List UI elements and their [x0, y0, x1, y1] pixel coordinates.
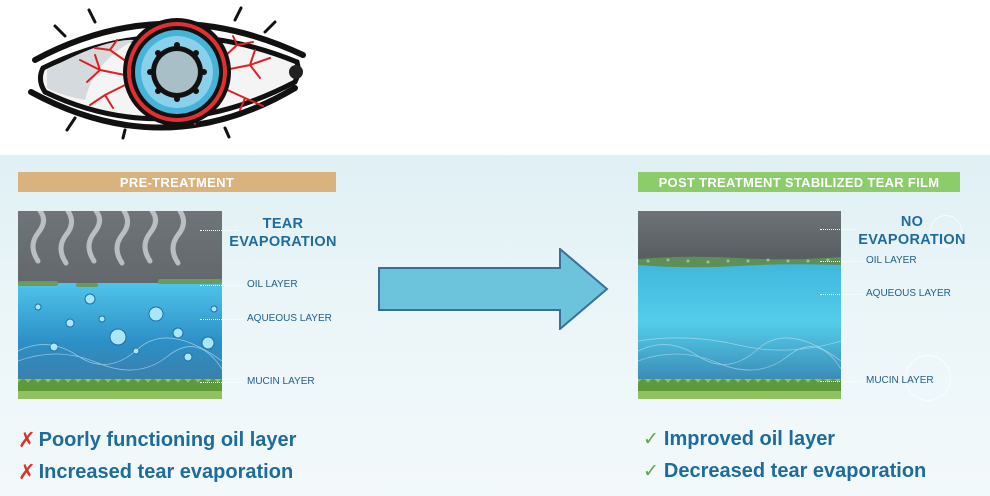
- no-evaporation-pointer: [820, 229, 856, 230]
- no-evaporation-line1: NO: [900, 214, 924, 230]
- pre-treatment-tear-film-illustration: [18, 211, 222, 399]
- tear-evaporation-line2: EVAPORATION: [229, 234, 337, 250]
- post-bullet-1: ✓ Improved oil layer: [643, 428, 835, 451]
- red-eye-icon: [25, 0, 315, 140]
- pre-oil-layer-label: OIL LAYER: [247, 279, 298, 290]
- post-aqueous-layer-label: AQUEOUS LAYER: [866, 288, 951, 299]
- pre-mucin-layer-pointer: [200, 382, 242, 383]
- post-bullet-2-text: Decreased tear evaporation: [663, 460, 927, 482]
- post-treatment-tear-film-illustration: [638, 211, 841, 399]
- pre-mucin-layer-label: MUCIN LAYER: [247, 376, 315, 387]
- post-mucin-layer-label: MUCIN LAYER: [866, 375, 934, 386]
- pre-bullet-2-text: Increased tear evaporation: [38, 461, 294, 483]
- decorative-bubble: [930, 215, 962, 247]
- no-evaporation-line2: EVAPORATION: [858, 232, 966, 248]
- decorative-bubble: [905, 355, 951, 401]
- tear-evaporation-line1: TEAR: [262, 216, 304, 232]
- pre-bullet-2: ✗ Increased tear evaporation: [18, 460, 293, 485]
- tear-film-comparison-panel: PRE-TREATMENT: [0, 155, 990, 496]
- check-mark-icon: ✓: [643, 429, 659, 450]
- post-bullet-1-text: Improved oil layer: [663, 428, 836, 450]
- pre-treatment-header: PRE-TREATMENT: [18, 172, 336, 192]
- pre-bullet-1: ✗ Poorly functioning oil layer: [18, 428, 296, 453]
- post-treatment-header: POST TREATMENT STABILIZED TEAR FILM: [638, 172, 960, 192]
- tear-evaporation-label: TEAR EVAPORATION: [218, 215, 348, 251]
- pre-aqueous-layer-pointer: [200, 319, 242, 320]
- post-mucin-layer-pointer: [820, 381, 862, 382]
- post-aqueous-layer-pointer: [820, 294, 862, 295]
- x-mark-icon: ✗: [18, 429, 36, 452]
- post-oil-layer-label: OIL LAYER: [866, 255, 917, 266]
- pre-bullet-1-text: Poorly functioning oil layer: [38, 429, 297, 451]
- post-oil-layer-pointer: [820, 261, 862, 262]
- tear-evaporation-pointer: [200, 230, 238, 231]
- pre-aqueous-layer-label: AQUEOUS LAYER: [247, 313, 332, 324]
- x-mark-icon: ✗: [18, 461, 36, 484]
- right-arrow-icon: [378, 246, 610, 335]
- check-mark-icon: ✓: [643, 461, 659, 482]
- post-bullet-2: ✓ Decreased tear evaporation: [643, 460, 926, 483]
- pre-oil-layer-pointer: [200, 285, 242, 286]
- no-evaporation-label: NO EVAPORATION: [850, 213, 974, 249]
